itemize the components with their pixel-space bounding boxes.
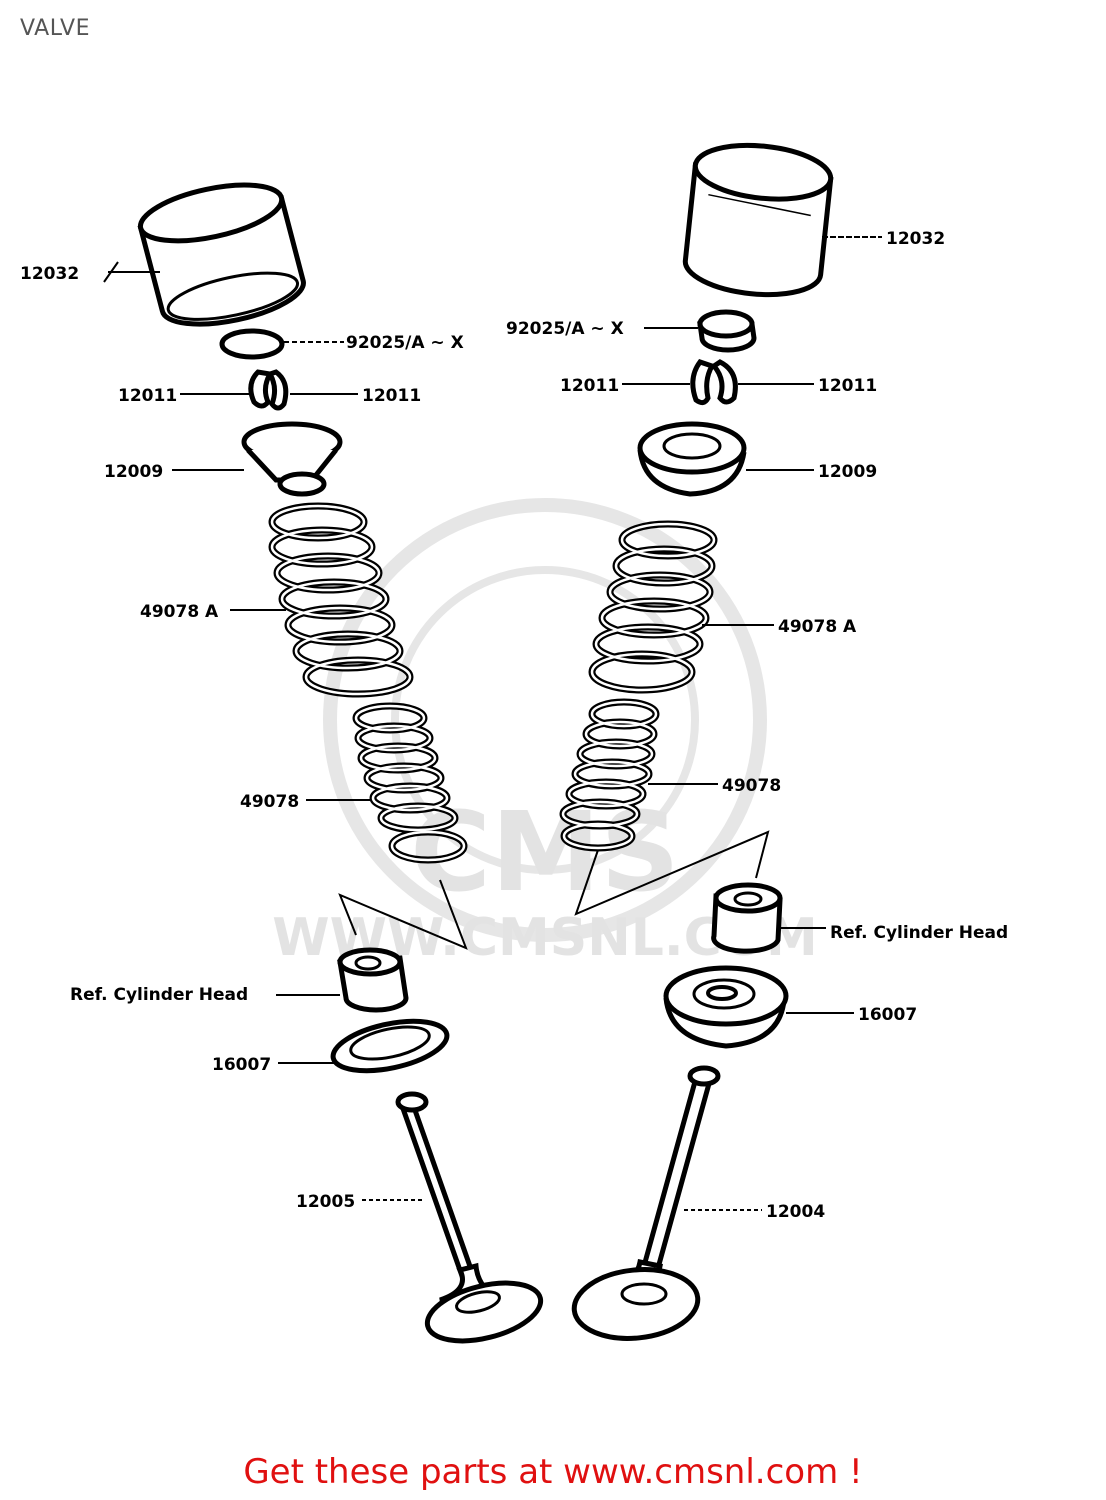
label-left-inner-spring: 49078 <box>240 792 299 812</box>
right-inner-valve-spring[interactable] <box>559 698 660 852</box>
label-right-seal: 16007 <box>858 1005 917 1025</box>
label-right-ref-head: Ref. Cylinder Head <box>830 923 1008 943</box>
label-right-inner-spring: 49078 <box>722 776 781 796</box>
label-left-retainer: 12009 <box>104 462 163 482</box>
right-valve-stem-seal[interactable] <box>663 965 789 1049</box>
label-right-retainer: 12009 <box>818 462 877 482</box>
label-left-cotter-a: 12011 <box>118 386 177 406</box>
reference-bracket <box>574 830 770 916</box>
right-outer-valve-spring[interactable] <box>588 520 718 694</box>
right-intake-valve[interactable] <box>571 1065 721 1344</box>
left-inner-valve-spring[interactable] <box>352 702 468 864</box>
reference-bracket <box>338 879 468 950</box>
label-left-ref-head: Ref. Cylinder Head <box>70 985 248 1005</box>
label-right-cotter-a: 12011 <box>560 376 619 396</box>
right-spring-retainer[interactable] <box>637 421 747 497</box>
promo-link[interactable]: Get these parts at www.cmsnl.com ! <box>243 1452 863 1492</box>
left-shim[interactable] <box>219 328 285 360</box>
left-outer-valve-spring[interactable] <box>268 502 414 698</box>
label-right-bucket: 12032 <box>886 229 945 249</box>
label-right-shim: 92025/A ~ X <box>506 319 624 339</box>
right-shim[interactable] <box>697 309 757 353</box>
label-right-outer-spring: 49078 A <box>778 617 857 637</box>
watermark-letters: CMS <box>410 788 679 916</box>
right-valve-guide[interactable] <box>711 882 783 954</box>
left-spring-retainer[interactable] <box>241 421 343 497</box>
label-left-valve: 12005 <box>296 1192 355 1212</box>
right-valve-lifter-bucket[interactable] <box>682 139 834 300</box>
label-left-seal: 16007 <box>212 1055 271 1075</box>
label-right-valve: 12004 <box>766 1202 825 1222</box>
left-valve-stem-seal[interactable] <box>329 1012 452 1079</box>
label-left-cotter-b: 12011 <box>362 386 421 406</box>
label-right-cotter-b: 12011 <box>818 376 877 396</box>
right-valve-cotters[interactable] <box>690 359 738 406</box>
left-valve-lifter-bucket[interactable] <box>136 174 309 336</box>
page-title: VALVE <box>20 16 90 41</box>
left-valve-cotters[interactable] <box>248 369 289 411</box>
label-left-shim: 92025/A ~ X <box>346 333 464 353</box>
label-left-outer-spring: 49078 A <box>140 602 219 622</box>
leader-mark <box>103 261 119 283</box>
left-exhaust-valve[interactable] <box>395 1091 547 1351</box>
label-left-bucket: 12032 <box>20 264 79 284</box>
left-valve-guide[interactable] <box>337 947 409 1013</box>
